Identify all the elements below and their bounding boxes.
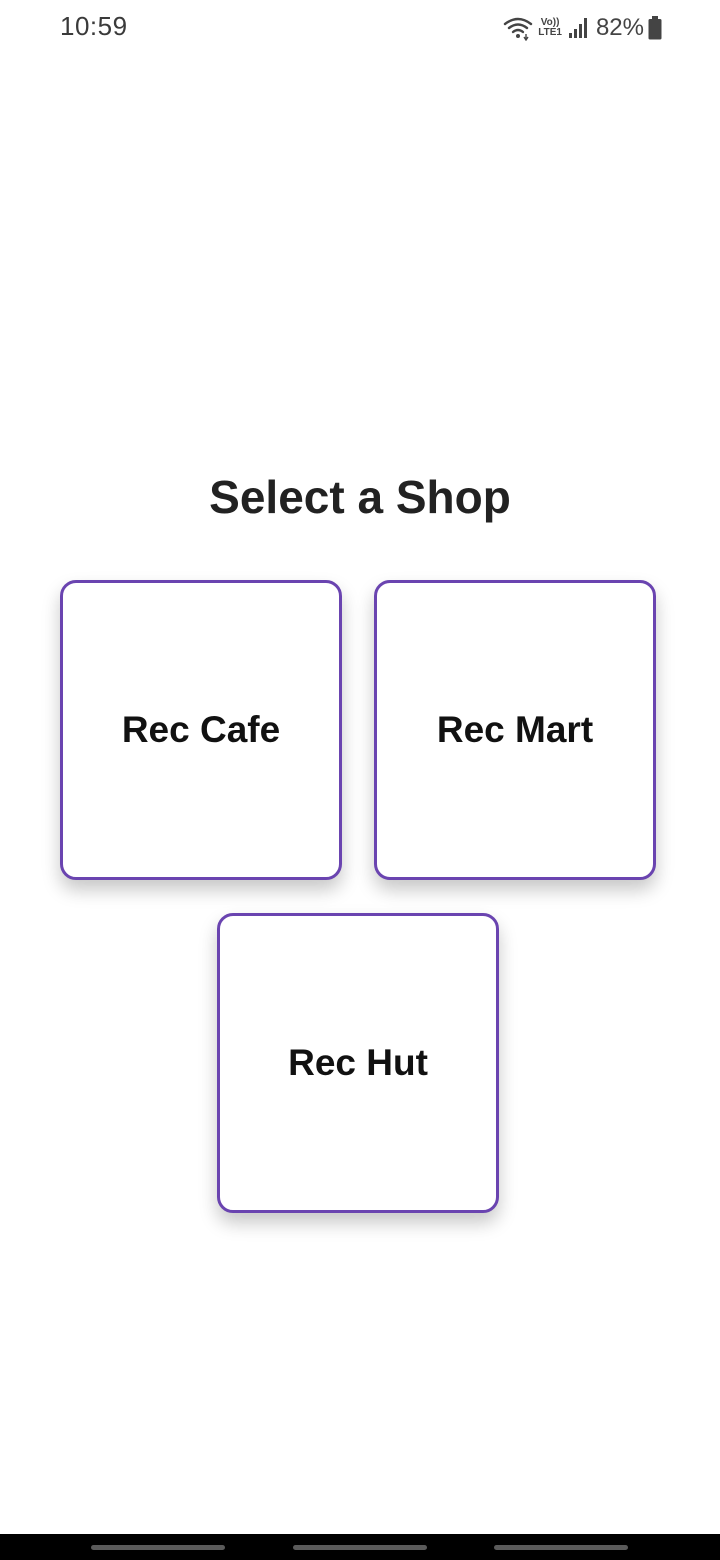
recents-handle[interactable] <box>91 1545 225 1550</box>
home-handle[interactable] <box>293 1545 427 1550</box>
status-bar: 10:59 Vo)) LTE1 82% <box>0 0 720 56</box>
volte-icon: Vo)) LTE1 <box>538 18 562 38</box>
shop-card-label: Rec Mart <box>436 709 594 750</box>
navigation-bar <box>0 1534 720 1560</box>
battery-icon <box>648 16 662 40</box>
shop-card-rec-cafe[interactable]: Rec Cafe <box>60 580 342 880</box>
shop-card-rec-hut[interactable]: Rec Hut <box>217 913 499 1213</box>
shop-card-label: Rec Hut <box>288 1042 428 1083</box>
status-time: 10:59 <box>60 11 128 41</box>
battery-percent: 82% <box>595 14 644 41</box>
signal-icon <box>568 17 588 39</box>
page-title: Select a Shop <box>209 471 511 523</box>
shop-card-rec-mart[interactable]: Rec Mart <box>374 580 656 880</box>
wifi-icon <box>502 15 534 41</box>
volte-top-text: Vo)) <box>540 17 560 28</box>
volte-bottom-text: LTE1 <box>538 27 562 38</box>
back-handle[interactable] <box>494 1545 628 1550</box>
status-icons: Vo)) LTE1 82% <box>502 12 662 44</box>
shop-card-label: Rec Cafe <box>121 709 281 750</box>
